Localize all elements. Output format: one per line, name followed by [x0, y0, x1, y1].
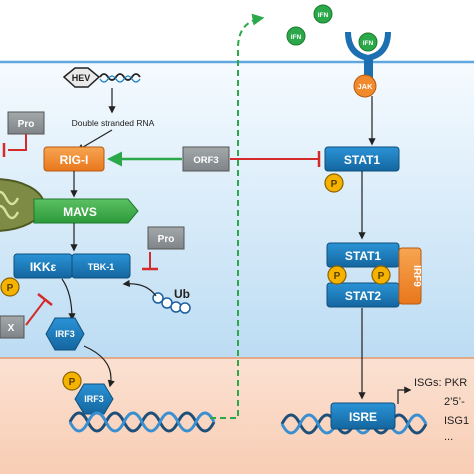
svg-text:P: P: [331, 179, 338, 190]
stat2-complex-label: STAT2: [345, 289, 382, 303]
svg-text:P: P: [69, 377, 76, 388]
isgf3-complex: STAT1 STAT2 IRF9: [326, 242, 422, 308]
ifn-molecule-2: IFN: [286, 26, 306, 46]
phospho-stat1-complex-left: P: [327, 265, 347, 285]
jak-protein: JAK: [353, 74, 377, 98]
pro-protease-top: Pro: [7, 111, 45, 135]
phospho-stat1: P: [324, 173, 344, 193]
svg-text:Pro: Pro: [158, 234, 175, 245]
svg-text:Pro: Pro: [18, 119, 35, 130]
svg-text:IFN: IFN: [291, 34, 302, 41]
ifn-receptor-ligand: IFN: [363, 40, 374, 47]
isgs-line-3: ISG1: [444, 415, 469, 427]
irf9-label: IRF9: [411, 265, 422, 287]
isgs-line-4: ...: [444, 431, 453, 443]
inhibition-pro-rigi: [8, 134, 27, 151]
ubiquitin-chain: Ub: [152, 287, 191, 314]
stat1-complex-label: STAT1: [345, 249, 382, 263]
phospho-ikk: P: [0, 277, 20, 297]
inhibition-bar-x-ikk: [37, 293, 53, 306]
hev-virus: HEV: [62, 67, 101, 88]
svg-text:P: P: [7, 283, 14, 294]
irf3-nuclear: IRF3: [74, 383, 114, 415]
arrow-ub-to-tbk1: [122, 279, 157, 297]
ifn-molecule-1: IFN: [313, 4, 333, 24]
isgs-line-2: 2’5’-: [444, 396, 465, 408]
viral-rna-strand-2: [99, 75, 141, 83]
svg-text:P: P: [378, 271, 385, 282]
svg-text:IRF3: IRF3: [55, 329, 75, 339]
ifn-receptor: IFN: [345, 31, 391, 80]
svg-text:IRF3: IRF3: [84, 394, 104, 404]
irf9-protein: [398, 247, 422, 305]
mavs-protein: MAVS: [33, 198, 139, 224]
irf3-cytoplasmic: IRF3: [45, 317, 85, 351]
x-protein: X: [0, 315, 25, 339]
svg-text:STAT1: STAT1: [344, 153, 381, 167]
svg-text:IKKε: IKKε: [30, 260, 57, 274]
dna-helix-left: [68, 411, 216, 433]
ub-label: Ub: [174, 287, 190, 301]
inhibition-x-ikk: [25, 299, 46, 326]
stat1-protein: STAT1: [324, 146, 400, 172]
svg-text:X: X: [8, 323, 15, 334]
phospho-stat1-complex-right: P: [371, 265, 391, 285]
svg-text:TBK-1: TBK-1: [88, 262, 115, 272]
isgs-line-1: ISGs: PKR: [414, 377, 467, 389]
arrow-ikk-to-irf3: [61, 278, 76, 321]
ifn-secretion-path: [210, 13, 265, 419]
isre-element: ISRE: [330, 402, 396, 430]
orf3-protein: ORF3: [182, 146, 230, 172]
transcription-arrow: [397, 386, 412, 404]
arrow-irf3-to-nucleus: [83, 345, 115, 388]
hev-label: HEV: [72, 73, 91, 83]
svg-text:IFN: IFN: [318, 12, 329, 19]
rigi-protein: RIG-I: [43, 146, 105, 172]
svg-text:P: P: [334, 271, 341, 282]
dsrna-label: Double stranded RNA: [72, 118, 155, 128]
svg-text:RIG-I: RIG-I: [60, 153, 89, 167]
svg-text:MAVS: MAVS: [63, 205, 97, 219]
svg-text:JAK: JAK: [357, 82, 373, 91]
svg-text:ORF3: ORF3: [193, 155, 218, 166]
viral-rna-strand: [99, 73, 141, 81]
ikke-protein: IKKε: [13, 253, 73, 279]
phospho-irf3: P: [62, 371, 82, 391]
pro-protease-mid: Pro: [147, 226, 185, 250]
svg-text:ISRE: ISRE: [349, 410, 377, 424]
tbk1-protein: TBK-1: [71, 253, 131, 279]
